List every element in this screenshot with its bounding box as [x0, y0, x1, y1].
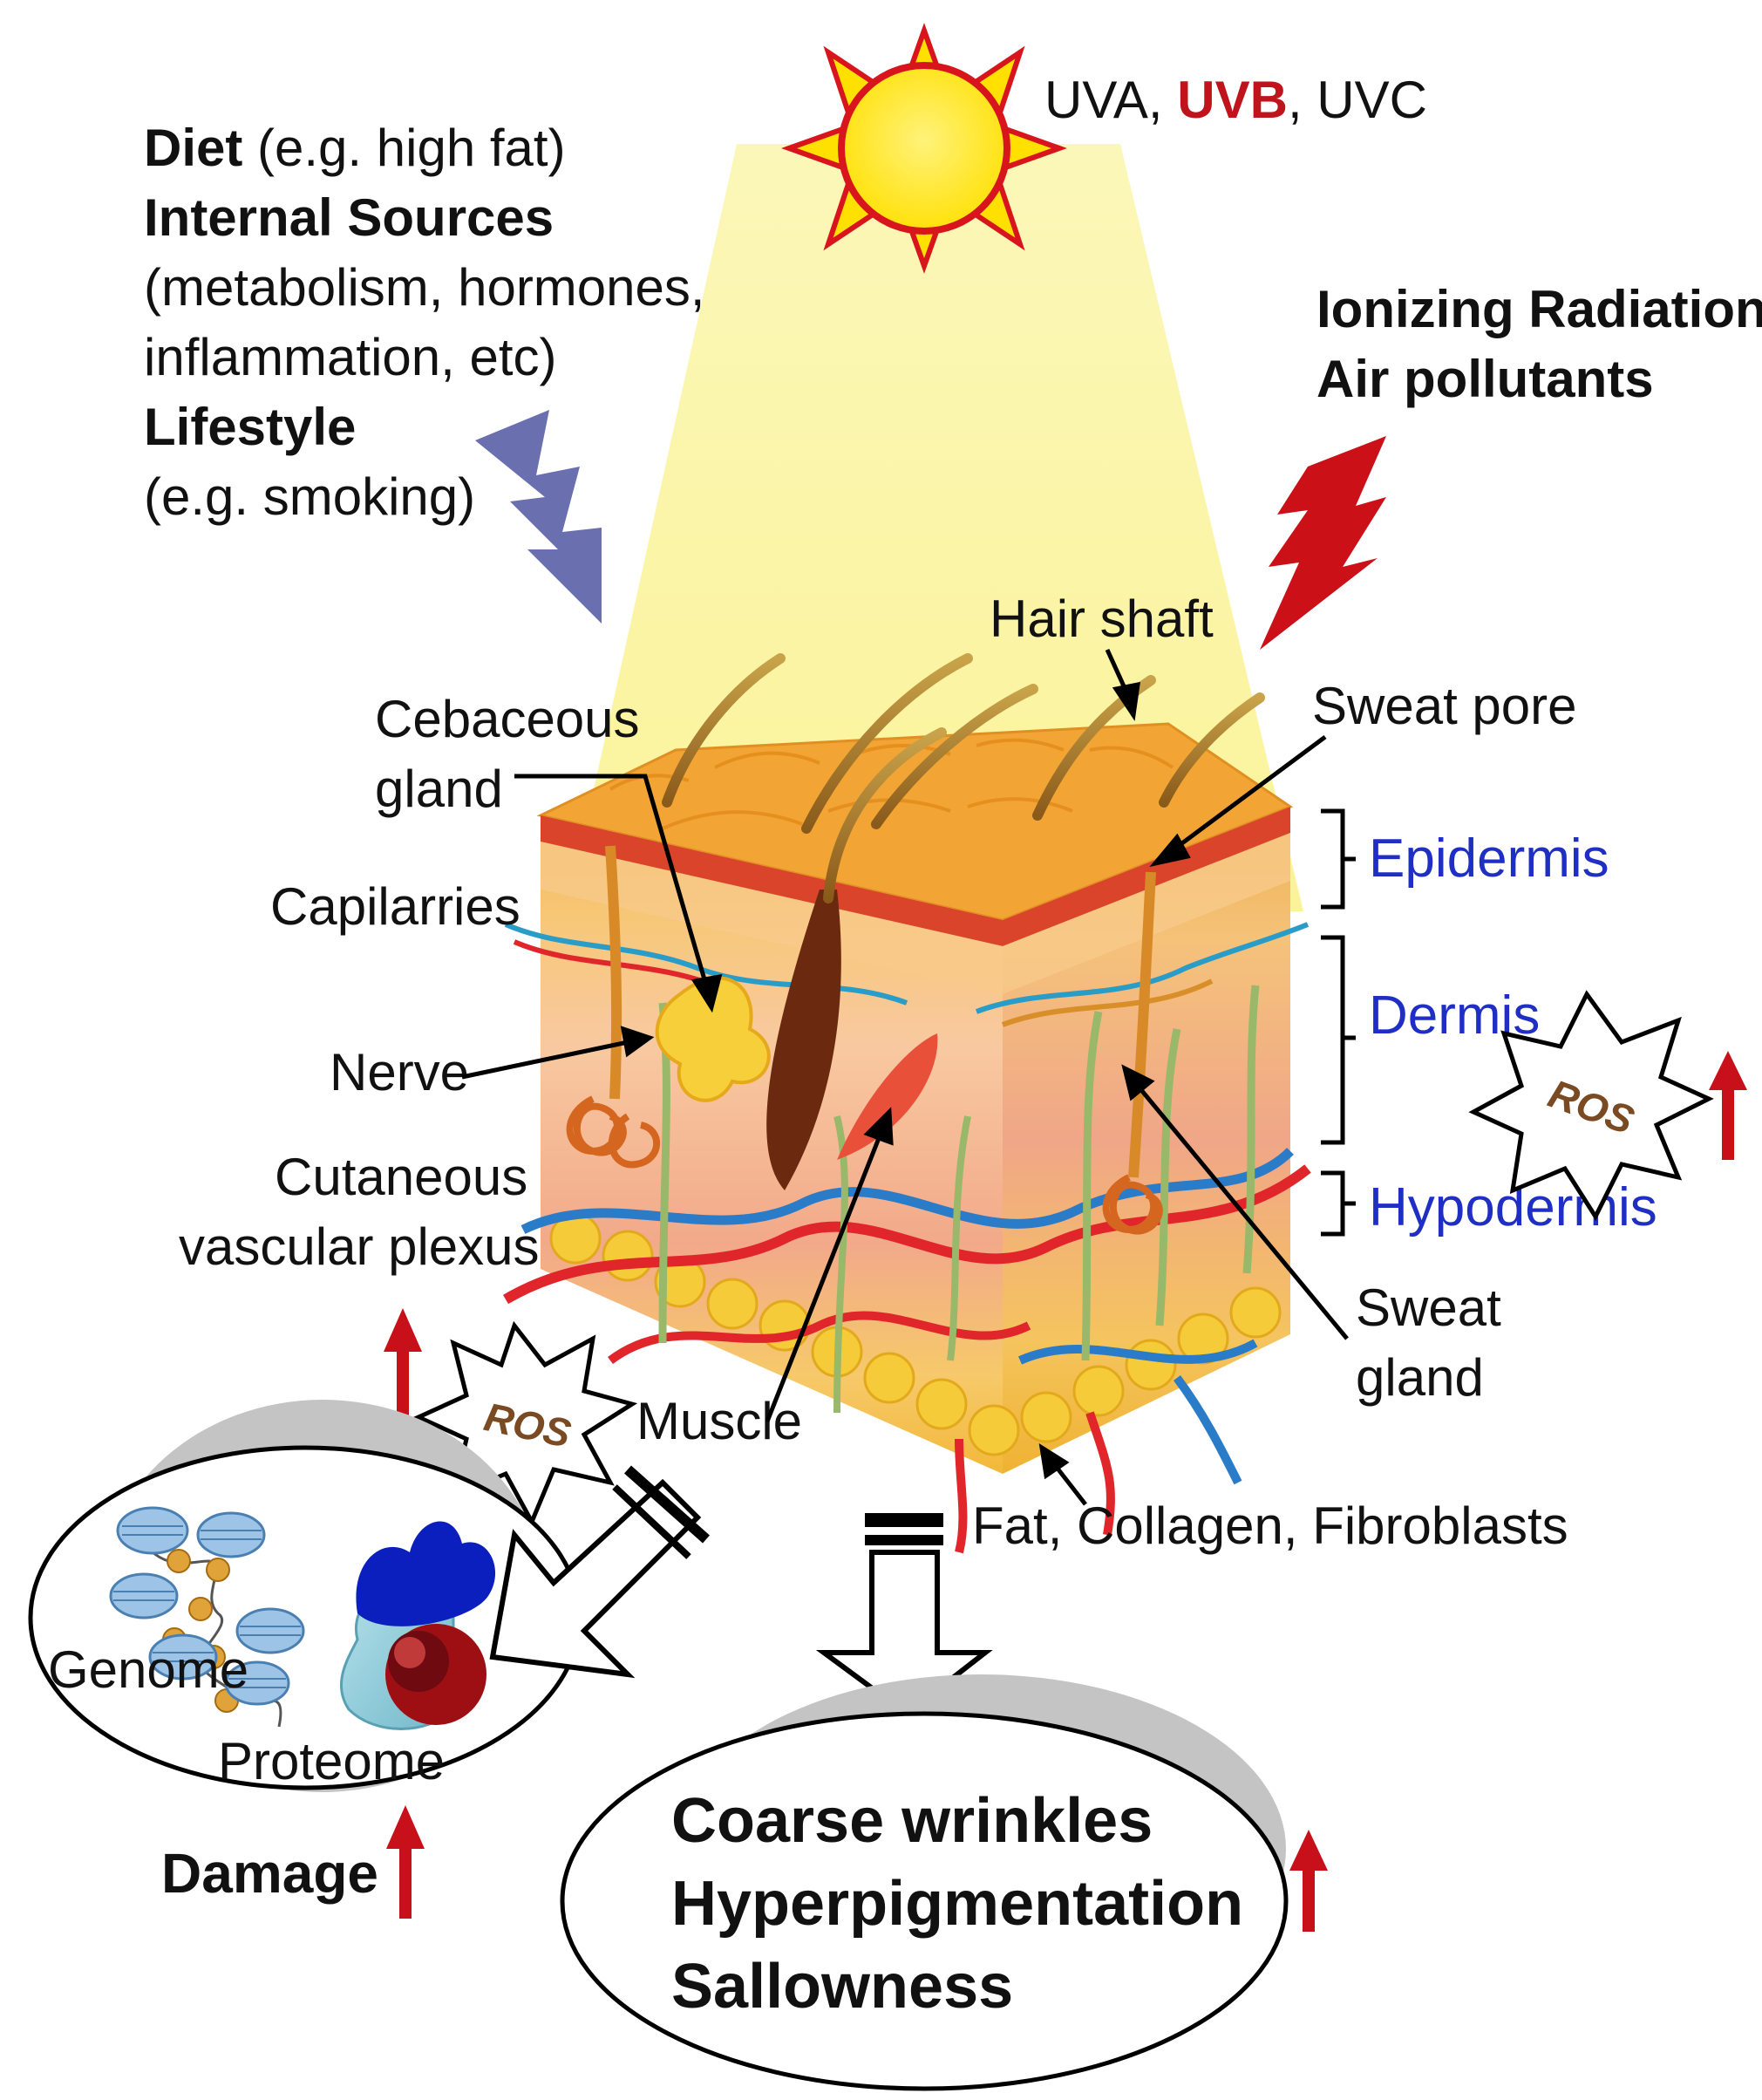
proteome-icon — [339, 1521, 496, 1730]
sweat-pore-label: Sweat pore — [1312, 677, 1577, 735]
increase-arrow-damage-icon — [386, 1805, 425, 1919]
lightning-bolt-purple-icon — [475, 410, 602, 624]
uvb-text: UVB — [1177, 71, 1288, 129]
sunlight-beam — [567, 144, 1303, 911]
sweat-gland-label-line1: Sweat — [1356, 1278, 1501, 1337]
hair-shaft-label: Hair shaft — [990, 590, 1214, 648]
internal-sources-line2: inflammation, etc) — [144, 328, 557, 386]
cutaneous-plexus-label-line1: Cutaneous — [275, 1148, 527, 1206]
capillaries-label: Capilarries — [270, 877, 520, 936]
lightning-bolt-red-icon — [1260, 436, 1386, 650]
ionizing-radiation-label: Ionizing Radiation, — [1316, 280, 1762, 338]
lifestyle-example: (e.g. smoking) — [144, 467, 475, 526]
outcome-sallowness: Sallowness — [671, 1952, 1013, 2022]
diet-bold: Diet — [144, 119, 242, 177]
outcome-hyperpigmentation: Hyperpigmentation — [671, 1869, 1243, 1939]
damage-label: Damage — [161, 1842, 378, 1905]
lifestyle-title: Lifestyle — [144, 398, 356, 456]
outcomes-ellipse — [560, 1711, 1289, 2091]
cebaceous-gland-label-line1: Cebaceous — [375, 690, 640, 748]
fat-collagen-label: Fat, Collagen, Fibroblasts — [972, 1497, 1568, 1555]
layer-braces — [1321, 808, 1356, 1237]
outcome-coarse-wrinkles: Coarse wrinkles — [671, 1786, 1153, 1856]
proteome-label: Proteome — [218, 1732, 445, 1790]
internal-sources-title: Internal Sources — [144, 188, 554, 247]
leader-lines — [461, 648, 1349, 1506]
diet-label: Diet (e.g. high fat) — [144, 119, 566, 177]
increase-arrow-outcomes-icon — [1289, 1830, 1328, 1932]
cebaceous-gland-label-line2: gland — [375, 760, 503, 818]
air-pollutants-label: Air pollutants — [1316, 350, 1654, 408]
nerve-label: Nerve — [330, 1043, 469, 1101]
sweat-gland-label-line2: gland — [1356, 1348, 1484, 1407]
cutaneous-plexus-label-line2: vascular plexus — [179, 1217, 540, 1276]
uvc-text: , UVC — [1288, 71, 1427, 129]
increase-arrow-ros-left-icon — [384, 1308, 422, 1430]
genome-icon — [109, 1506, 305, 1728]
internal-sources-line1: (metabolism, hormones, — [144, 258, 705, 317]
ros-starburst-right: ROS — [1468, 990, 1714, 1222]
arrow-to-damage — [489, 1465, 710, 1679]
uva-text: UVA, — [1044, 71, 1177, 129]
uv-label: UVA, UVB, UVC — [1044, 71, 1427, 129]
genome-label: Genome — [48, 1640, 248, 1699]
skin-cross-section — [502, 653, 1311, 1554]
diet-rest: (e.g. high fat) — [242, 119, 565, 177]
increase-arrow-ros-right-icon — [1709, 1051, 1747, 1160]
sun-icon — [781, 23, 1067, 274]
epidermis-label: Epidermis — [1369, 828, 1609, 889]
